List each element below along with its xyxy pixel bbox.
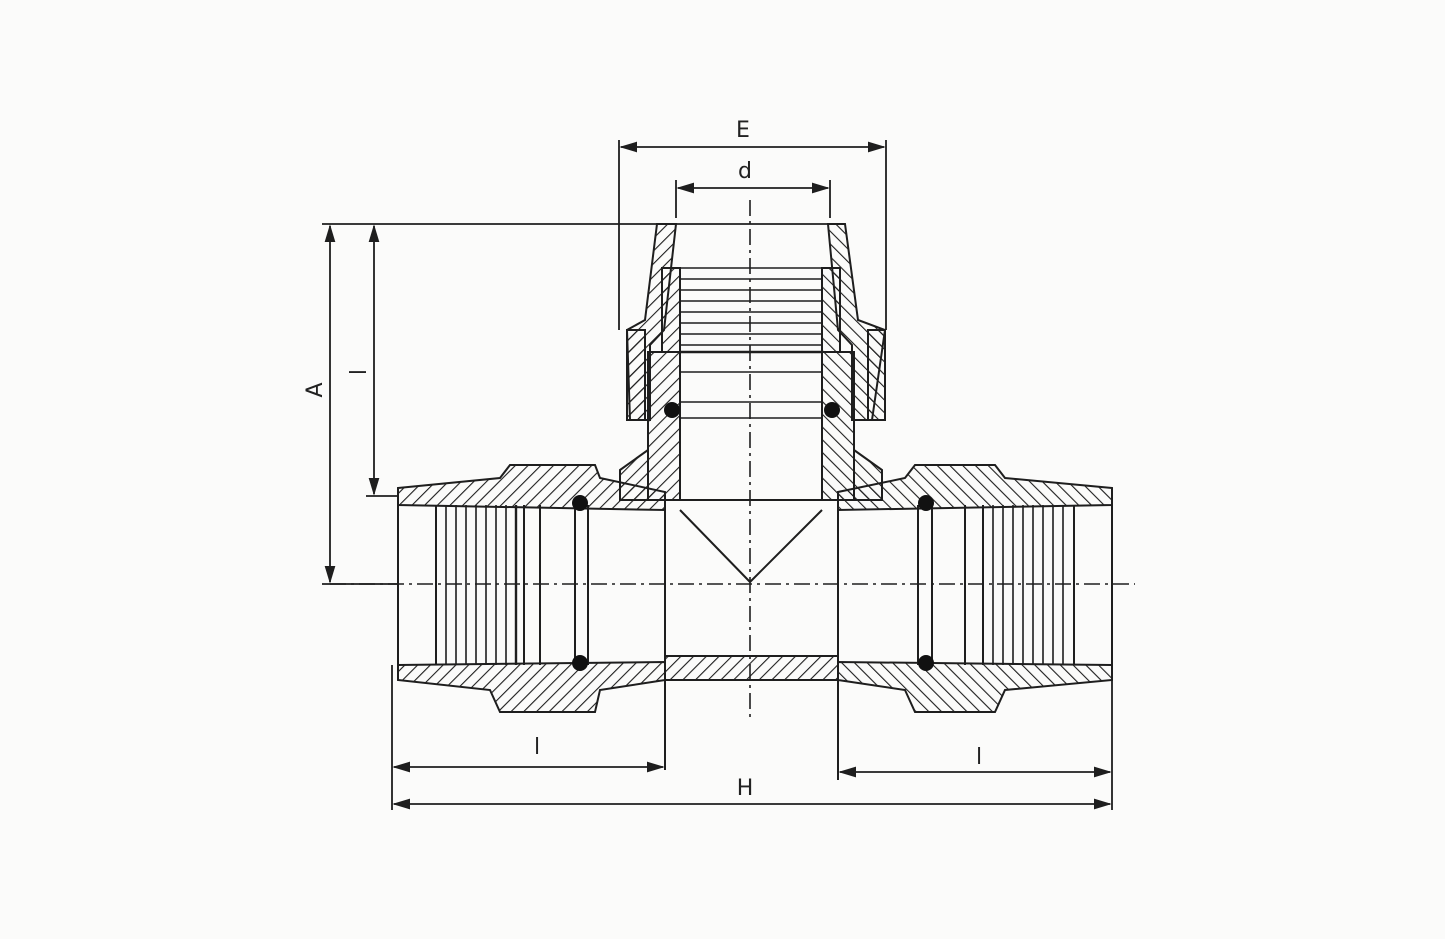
dimension-label-d: d [738,159,752,184]
dimension-label-left-l: l [533,735,541,760]
dimension-label-A: A [303,382,328,398]
o-rings [572,402,934,671]
dimension-label-E: E [736,118,750,143]
dimension-label-H: H [736,776,754,801]
dimension-label-right-l: l [975,745,983,770]
dimension-label-branch-l: l [347,368,372,376]
